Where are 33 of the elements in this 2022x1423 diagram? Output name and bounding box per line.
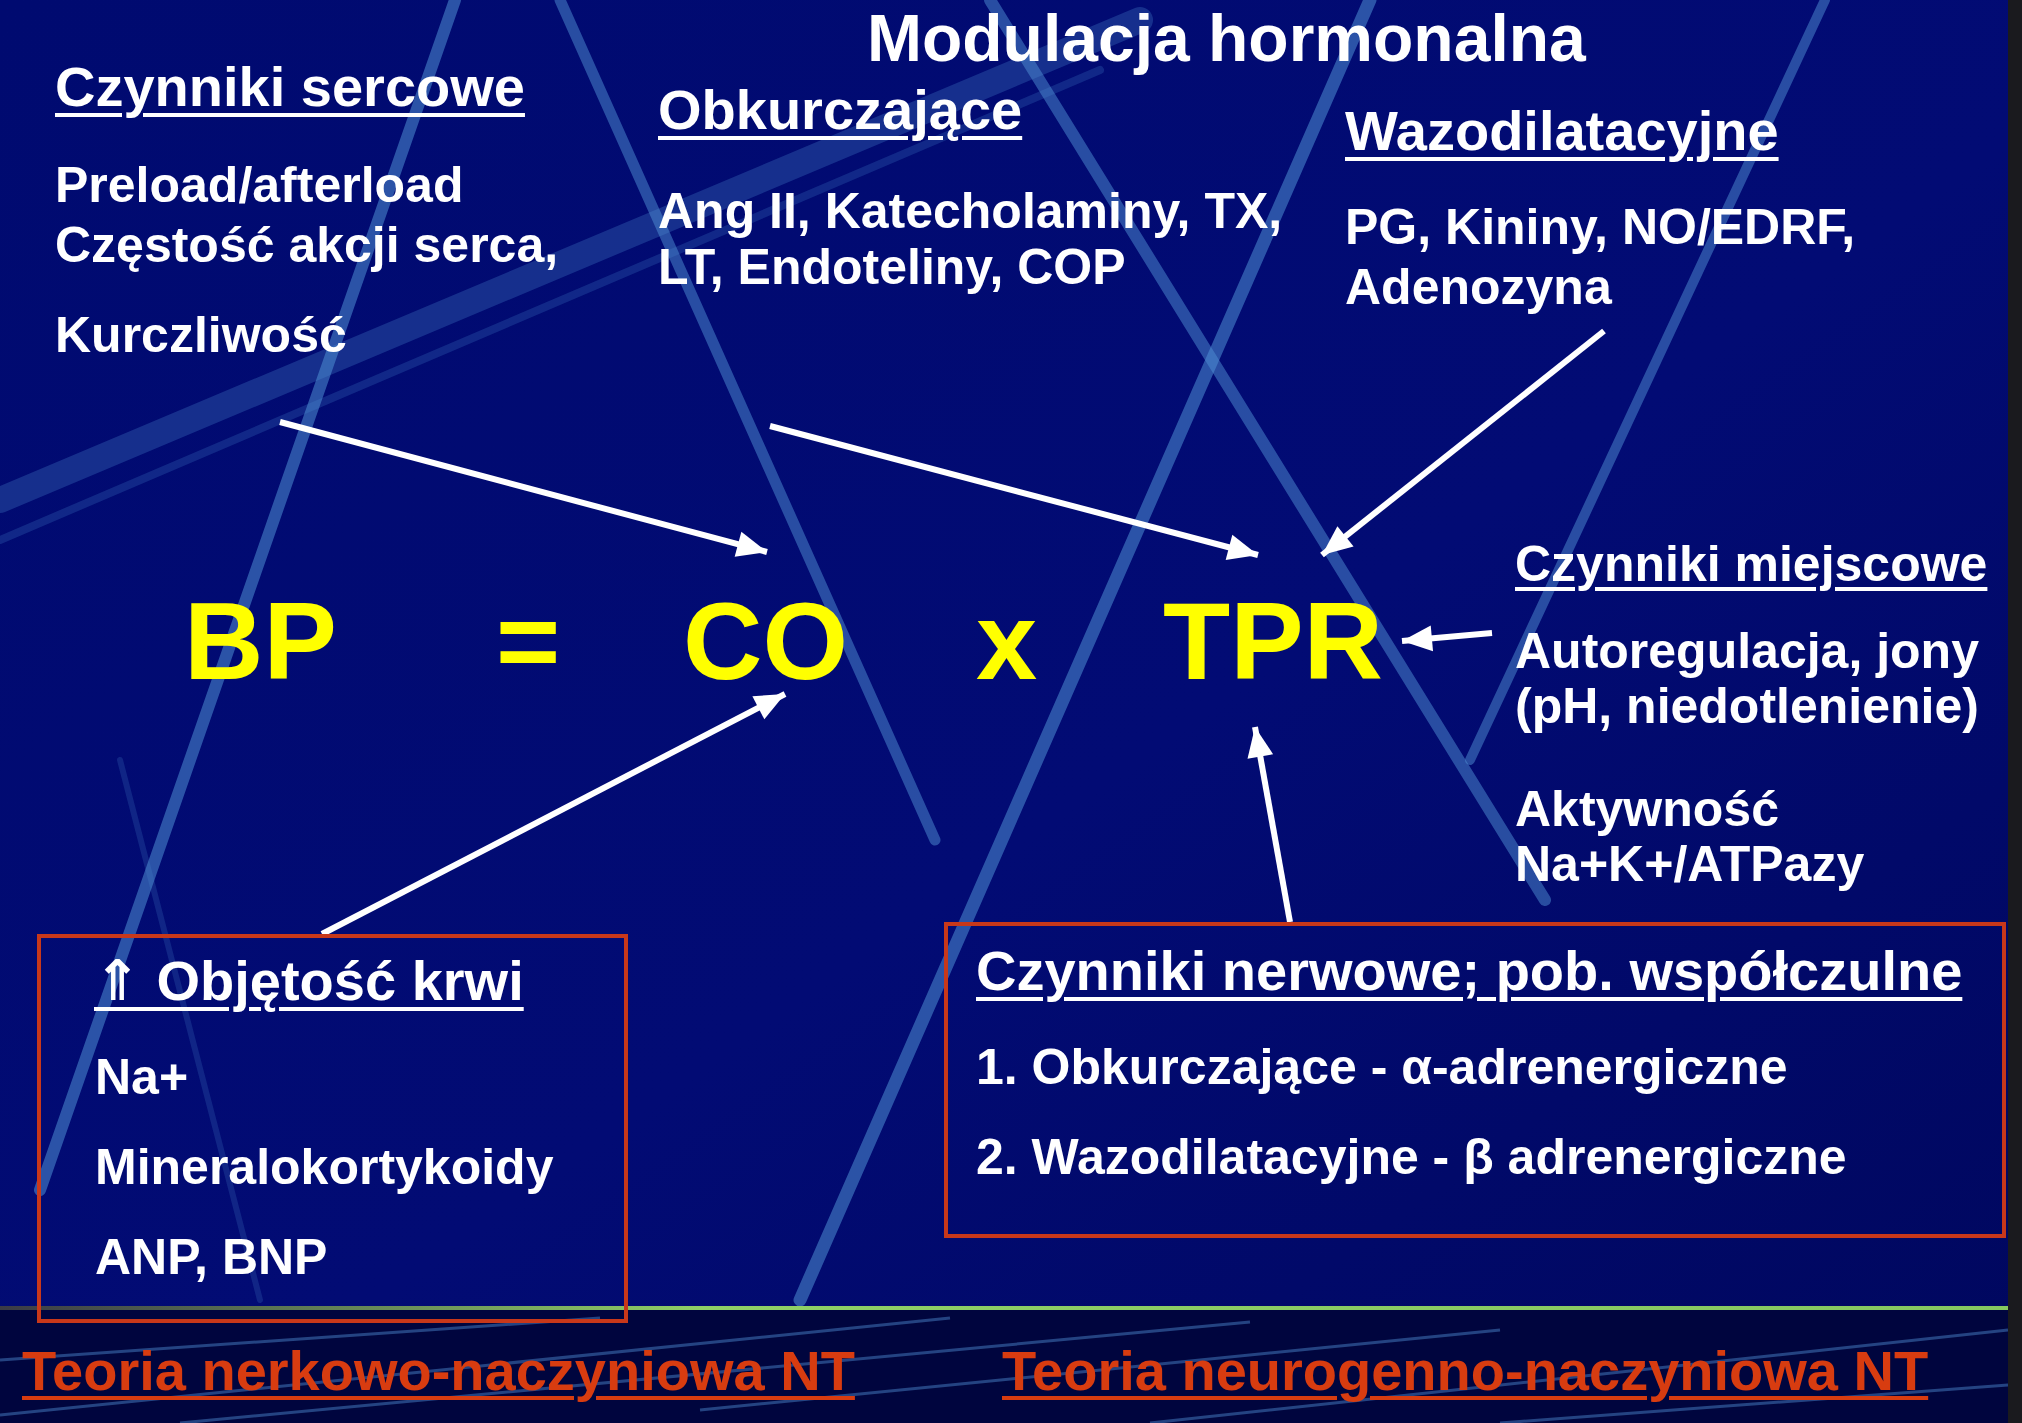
- slide-title: Modulacja hormonalna: [867, 2, 1586, 74]
- factor-text: Ang II, Katecholaminy, TX, LT, Endoteliny, COP: [658, 183, 1284, 295]
- factor-text: Na+: [95, 1048, 189, 1107]
- factor-text: Mineralokortykoidy: [95, 1138, 554, 1197]
- formula-term: CO: [683, 591, 848, 691]
- factor-text: Autoregulacja, jony (pH, niedotlenienie): [1515, 624, 1980, 734]
- arrow: [1320, 328, 1606, 558]
- arrow: [1401, 625, 1493, 652]
- formula-term: BP: [184, 591, 337, 691]
- factor-text: ANP, BNP: [95, 1228, 328, 1287]
- theory-caption: Teoria nerkowo-naczyniowa NT: [22, 1340, 855, 1402]
- section-heading: Wazodilatacyjne: [1345, 100, 1779, 162]
- arrow: [1247, 726, 1293, 923]
- section-heading: Czynniki miejscowe: [1515, 536, 1988, 593]
- theory-caption: Teoria neurogenno-naczyniowa NT: [1002, 1340, 1929, 1402]
- outlined-panel: [944, 922, 2006, 1238]
- factor-text: PG, Kininy, NO/EDRF, Adenozyna: [1345, 198, 1857, 317]
- formula-term: TPR: [1163, 591, 1383, 691]
- section-heading: Obkurczające: [658, 79, 1023, 141]
- factor-text: Aktywność Na+K+/ATPazy: [1515, 782, 1866, 892]
- arrow: [320, 691, 787, 937]
- section-heading: ⇑ Objętość krwi: [94, 950, 524, 1012]
- factor-text: Kurczliwość: [55, 306, 347, 365]
- equals-sign: =: [496, 591, 561, 691]
- arrow: [279, 419, 768, 557]
- factor-text: Preload/afterload Częstość akcji serca,: [55, 156, 560, 275]
- multiplication-sign: x: [976, 591, 1038, 691]
- outlined-panel: [37, 934, 628, 1323]
- factor-text: 1. Obkurczające - α-adrenergiczne: [976, 1038, 1788, 1097]
- factor-text: 2. Wazodilatacyjne - β adrenergiczne: [976, 1128, 1847, 1187]
- section-heading: Czynniki nerwowe; pob. współczulne: [976, 940, 1963, 1002]
- section-heading: Czynniki sercowe: [55, 56, 525, 118]
- arrow: [769, 423, 1259, 560]
